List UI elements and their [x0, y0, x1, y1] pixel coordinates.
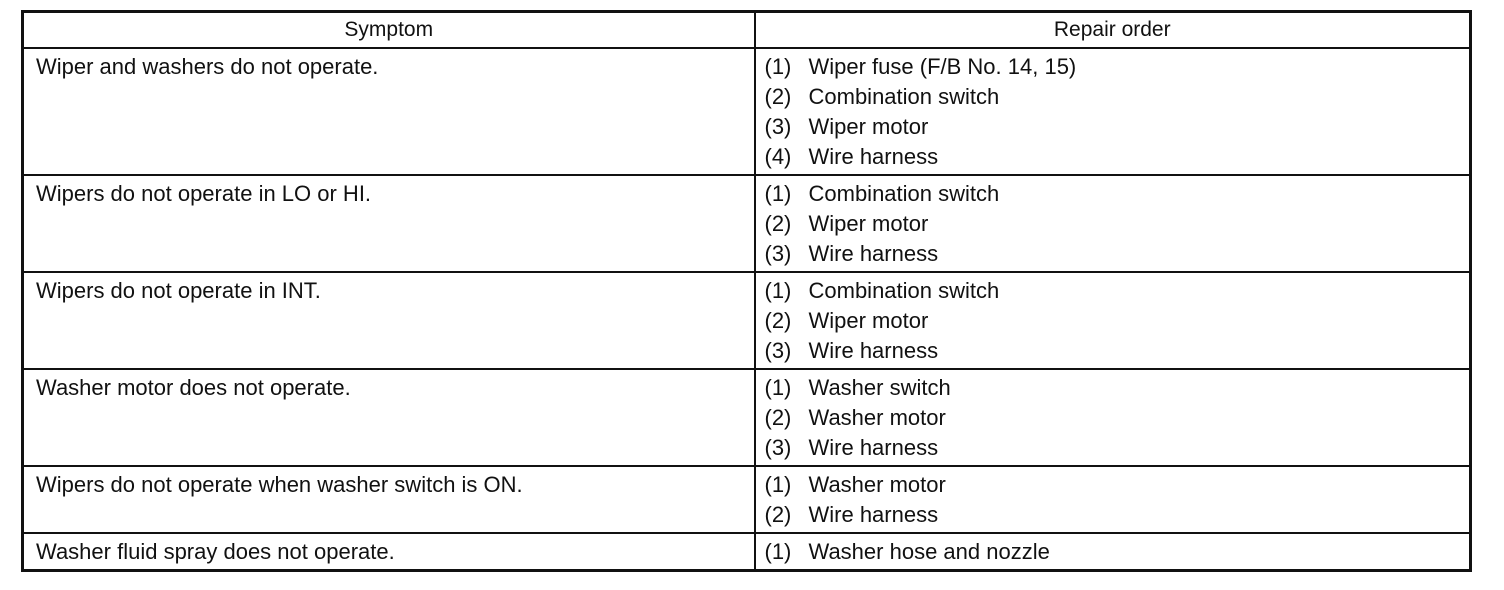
- repair-step-text: Wire harness: [808, 502, 939, 527]
- repair-step: (1) Combination switch: [765, 276, 1470, 306]
- repair-step: (2) Wiper motor: [765, 306, 1470, 336]
- repair-step-number: (2): [764, 84, 792, 109]
- table-row: Wipers do not operate when washer switch…: [21, 465, 1472, 534]
- repair-step: (4) Wire harness: [765, 142, 1470, 172]
- repair-step-text: Wire harness: [808, 338, 939, 363]
- repair-step-text: Wiper motor: [808, 308, 929, 333]
- repair-step-number: (3): [764, 114, 792, 139]
- table-row: Washer fluid spray does not operate. (1) W…: [21, 532, 1472, 572]
- repair-order-column-header: Repair order: [753, 10, 1472, 49]
- repair-step-number: (3): [764, 338, 792, 363]
- table-row: Wipers do not operate in LO or HI. (1) Com…: [21, 174, 1472, 273]
- symptom-cell: Washer fluid spray does not operate.: [21, 532, 756, 572]
- repair-step: (2) Wiper motor: [765, 209, 1470, 239]
- repair-step: (2) Wire harness: [765, 500, 1470, 530]
- repair-step: (2) Washer motor: [765, 403, 1470, 433]
- repair-step-number: (1): [764, 539, 792, 564]
- repair-step-text: Wiper motor: [808, 114, 929, 139]
- repair-step-text: Combination switch: [808, 181, 1000, 206]
- repair-step-text: Wire harness: [808, 435, 939, 460]
- symptom-cell: Washer motor does not operate.: [21, 368, 756, 467]
- repair-step-text: Washer motor: [808, 405, 946, 430]
- repair-step-number: (2): [764, 502, 792, 527]
- repair-step-number: (1): [764, 375, 792, 400]
- repair-step-number: (2): [764, 211, 792, 236]
- repair-step-number: (3): [764, 435, 792, 460]
- repair-step: (1) Washer motor: [765, 470, 1470, 500]
- symptom-cell: Wipers do not operate in LO or HI.: [21, 174, 756, 273]
- table-body: Wiper and washers do not operate.(1)Wipe…: [21, 47, 1472, 572]
- repair-step-text: Combination switch: [808, 278, 1000, 303]
- repair-step: (3) Wire harness: [765, 239, 1470, 269]
- symptom-cell: Wiper and washers do not operate.: [21, 47, 756, 176]
- repair-step-text: Washer switch: [808, 375, 951, 400]
- troubleshooting-table: Symptom Repair order Wiper and washers d…: [21, 10, 1472, 572]
- repair-step: (2) Combination switch: [765, 82, 1470, 112]
- repair-order-cell: (1) Washer switch (2) Washer motor (3) Wire h…: [753, 368, 1472, 467]
- repair-step-text: Washer motor: [808, 472, 946, 497]
- repair-order-cell: (1) Washer motor (2) Wire harness: [753, 465, 1472, 534]
- repair-step: (3) Wire harness: [765, 336, 1470, 366]
- repair-step-number: (1): [764, 181, 792, 206]
- table-row: Wiper and washers do not operate. (1) Wipe…: [21, 47, 1472, 176]
- repair-step: (3) Wire harness: [765, 433, 1470, 463]
- repair-step-number: (4): [764, 144, 792, 169]
- repair-step: (3) Wiper motor: [765, 112, 1470, 142]
- repair-step-text: Wire harness: [808, 241, 939, 266]
- table-row: Wipers do not operate in INT. (1) Combinat…: [21, 271, 1472, 370]
- symptom-cell: Wipers do not operate when washer switch…: [21, 465, 756, 534]
- repair-step: (1) Combination switch: [765, 179, 1470, 209]
- repair-order-cell: (1) Combination switch (2) Wiper motor (3) Wi…: [753, 174, 1472, 273]
- repair-step-text: Wire harness: [808, 144, 939, 169]
- repair-step-text: Wiper fuse (F/B No. 14, 15): [808, 54, 1077, 79]
- repair-order-cell: (1) Wiper fuse (F/B No. 14, 15) (2) Combina…: [753, 47, 1472, 176]
- repair-step-number: (1): [764, 472, 792, 497]
- repair-step-number: (1): [764, 278, 792, 303]
- repair-step-number: (1): [764, 54, 792, 79]
- repair-step-text: Washer hose and nozzle: [808, 539, 1050, 564]
- table-header-row: Symptom Repair order: [21, 10, 1472, 49]
- repair-step-text: Wiper motor: [808, 211, 929, 236]
- repair-step-number: (3): [764, 241, 792, 266]
- symptom-cell: Wipers do not operate in INT.: [21, 271, 756, 370]
- repair-step: (1) Washer switch: [765, 373, 1470, 403]
- table-row: Washer motor does not operate. (1) Washer …: [21, 368, 1472, 467]
- repair-order-cell: (1) Washer hose and nozzle: [753, 532, 1472, 572]
- repair-step-number: (2): [764, 405, 792, 430]
- repair-order-cell: (1) Combination switch (2) Wiper motor (3) Wi…: [753, 271, 1472, 370]
- repair-step: (1) Wiper fuse (F/B No. 14, 15): [765, 52, 1470, 82]
- symptom-column-header: Symptom: [21, 10, 756, 49]
- repair-step: (1) Washer hose and nozzle: [765, 537, 1470, 567]
- repair-step-number: (2): [764, 308, 792, 333]
- repair-step-text: Combination switch: [808, 84, 1000, 109]
